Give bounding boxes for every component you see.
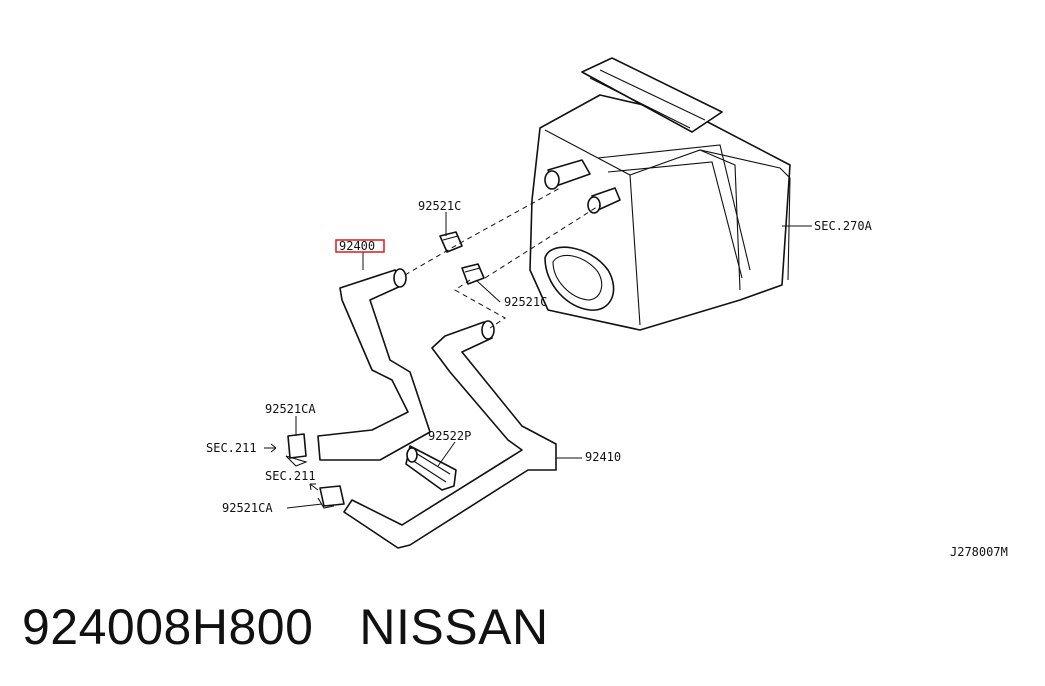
label-hose-92410: 92410 <box>585 450 621 464</box>
highlight-box <box>335 239 385 253</box>
label-hose-92400: 92400 <box>339 239 375 253</box>
leader-lines <box>264 212 812 509</box>
label-clip-92522p: 92522P <box>428 429 471 443</box>
parts-diagram: 92400 92521C 92521C SEC.270A 92521CA SEC… <box>206 57 1008 559</box>
hose-92400 <box>317 268 431 461</box>
hose-92410 <box>343 320 557 549</box>
part-footer: 924008H800 NISSAN <box>22 598 549 656</box>
label-clamp-mid: 92521C <box>504 295 547 309</box>
label-sec-211-a: SEC.211 <box>206 441 257 455</box>
label-clamp-top: 92521C <box>418 199 461 213</box>
clamp-92521c-mid <box>461 263 485 285</box>
clamp-92521ca-upper <box>285 433 308 467</box>
clip-92522p <box>405 445 457 491</box>
part-number: 924008H800 <box>22 599 314 655</box>
clamp-92521ca-lower <box>317 485 345 509</box>
diagram-code: J278007M <box>950 545 1008 559</box>
label-sec-270a: SEC.270A <box>814 219 873 233</box>
heater-unit <box>529 57 791 331</box>
alignment-lines <box>404 187 601 329</box>
clamp-92521c-top <box>439 231 463 253</box>
brand-name: NISSAN <box>359 599 549 655</box>
label-clamp-ca-2: 92521CA <box>222 501 273 515</box>
label-clamp-ca-1: 92521CA <box>265 402 316 416</box>
label-sec-211-b: SEC.211 <box>265 469 316 483</box>
